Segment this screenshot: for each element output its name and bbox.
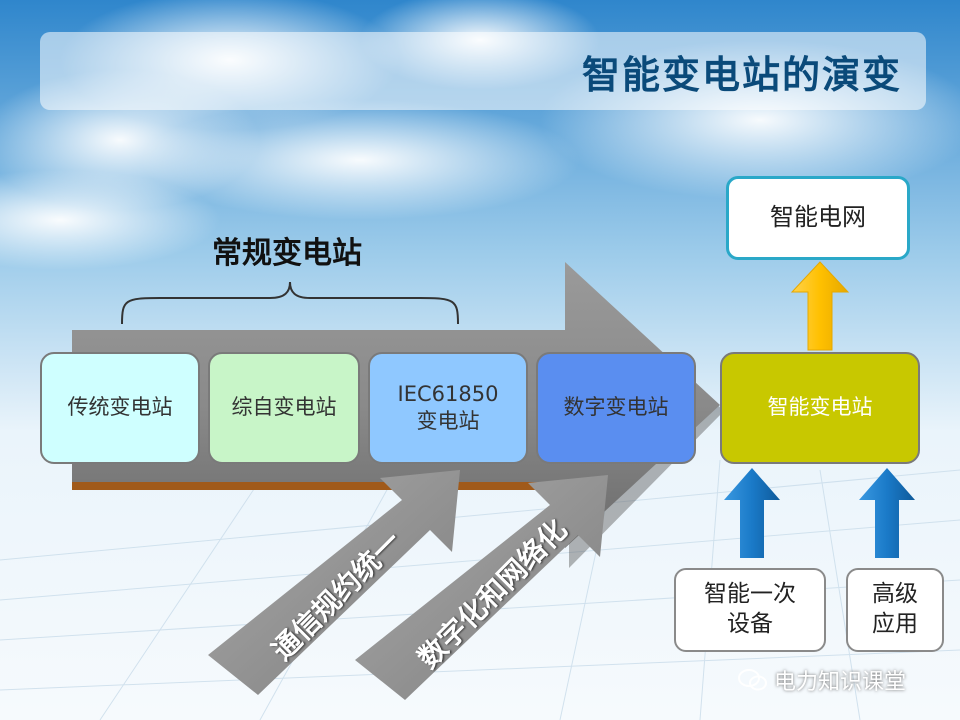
- stage-label: 传统变电站: [67, 395, 173, 420]
- arrow-in-icon-1: [724, 468, 780, 558]
- driver-arrow-2: [355, 475, 608, 700]
- stage-iec61850: IEC61850 变电站: [368, 352, 528, 464]
- driver-arrow-1: [208, 470, 460, 695]
- arrow-up-icon: [790, 261, 850, 351]
- watermark-text: 电力知识课堂: [774, 670, 907, 695]
- input-advanced-application: 高级 应用: [846, 568, 944, 652]
- smart-grid-box: 智能电网: [726, 176, 910, 260]
- smart-substation-label: 智能变电站: [767, 395, 873, 420]
- smart-grid-label: 智能电网: [770, 203, 866, 232]
- smart-substation-box: 智能变电站: [720, 352, 920, 464]
- title-bar: [40, 32, 926, 110]
- stage-label: IEC61850 变电站: [397, 381, 499, 433]
- stage-traditional: 传统变电站: [40, 352, 200, 464]
- stage-digital: 数字变电站: [536, 352, 696, 464]
- input-label: 高级 应用: [872, 581, 918, 637]
- stage-label: 综自变电站: [231, 395, 337, 420]
- stage-integrated-automation: 综自变电站: [208, 352, 360, 464]
- input-label: 智能一次 设备: [704, 581, 796, 637]
- stage-label: 数字变电站: [563, 395, 669, 420]
- conventional-label: 常规变电站: [212, 236, 362, 271]
- wechat-icon: [738, 669, 767, 691]
- arrow-in-icon-2: [859, 468, 915, 558]
- watermark: 电力知识课堂: [738, 664, 906, 696]
- input-smart-primary-equipment: 智能一次 设备: [674, 568, 826, 652]
- page-title: 智能变电站的演变: [581, 53, 902, 97]
- conventional-brace: [121, 281, 459, 325]
